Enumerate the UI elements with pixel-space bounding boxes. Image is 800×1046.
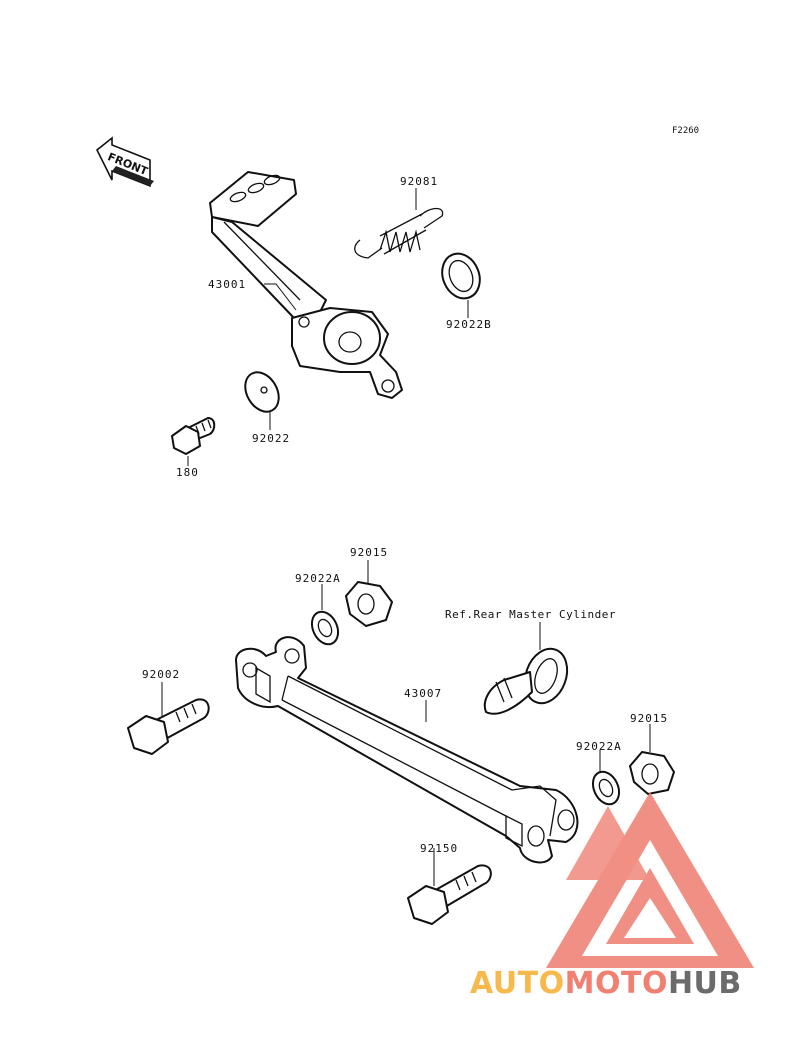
label-92022a-top: 92022A [295,572,341,585]
nut-92015-top-part [345,581,393,627]
label-92002: 92002 [142,668,180,681]
watermark-text: AUTOMOTOHUB [470,966,742,1001]
label-ref-master-cylinder: Ref.Rear Master Cylinder [445,608,616,621]
washer-92022-part [244,371,280,413]
brake-rod-part [235,636,579,864]
bolt-92150-part [407,864,492,925]
label-92022b: 92022B [446,318,492,331]
washer-92022b-part [441,252,481,300]
watermark-logo [546,792,754,968]
return-spring-part [354,207,444,259]
master-cylinder-ref-part [483,647,569,715]
label-92022: 92022 [252,432,290,445]
diagram-code: F2260 [672,126,699,136]
label-92015-top: 92015 [350,546,388,559]
label-92150: 92150 [420,842,458,855]
watermark-moto: MOTO [565,966,668,1001]
label-43001: 43001 [208,278,246,291]
front-arrow-icon: FRONT [95,136,154,188]
watermark-auto: AUTO [470,966,565,1001]
label-92022a-right: 92022A [576,740,622,753]
washer-92022a-right-part [591,770,621,806]
label-43007: 43007 [404,687,442,700]
small-bolt-part [171,417,216,455]
bolt-92002-part [127,698,210,755]
label-92081: 92081 [400,175,438,188]
watermark-hub: HUB [668,966,742,1001]
label-180: 180 [176,466,199,479]
nut-92015-right-part [629,751,675,795]
washer-92022a-top-part [310,610,340,646]
brake-pedal-part [209,171,403,399]
label-92015-right: 92015 [630,712,668,725]
